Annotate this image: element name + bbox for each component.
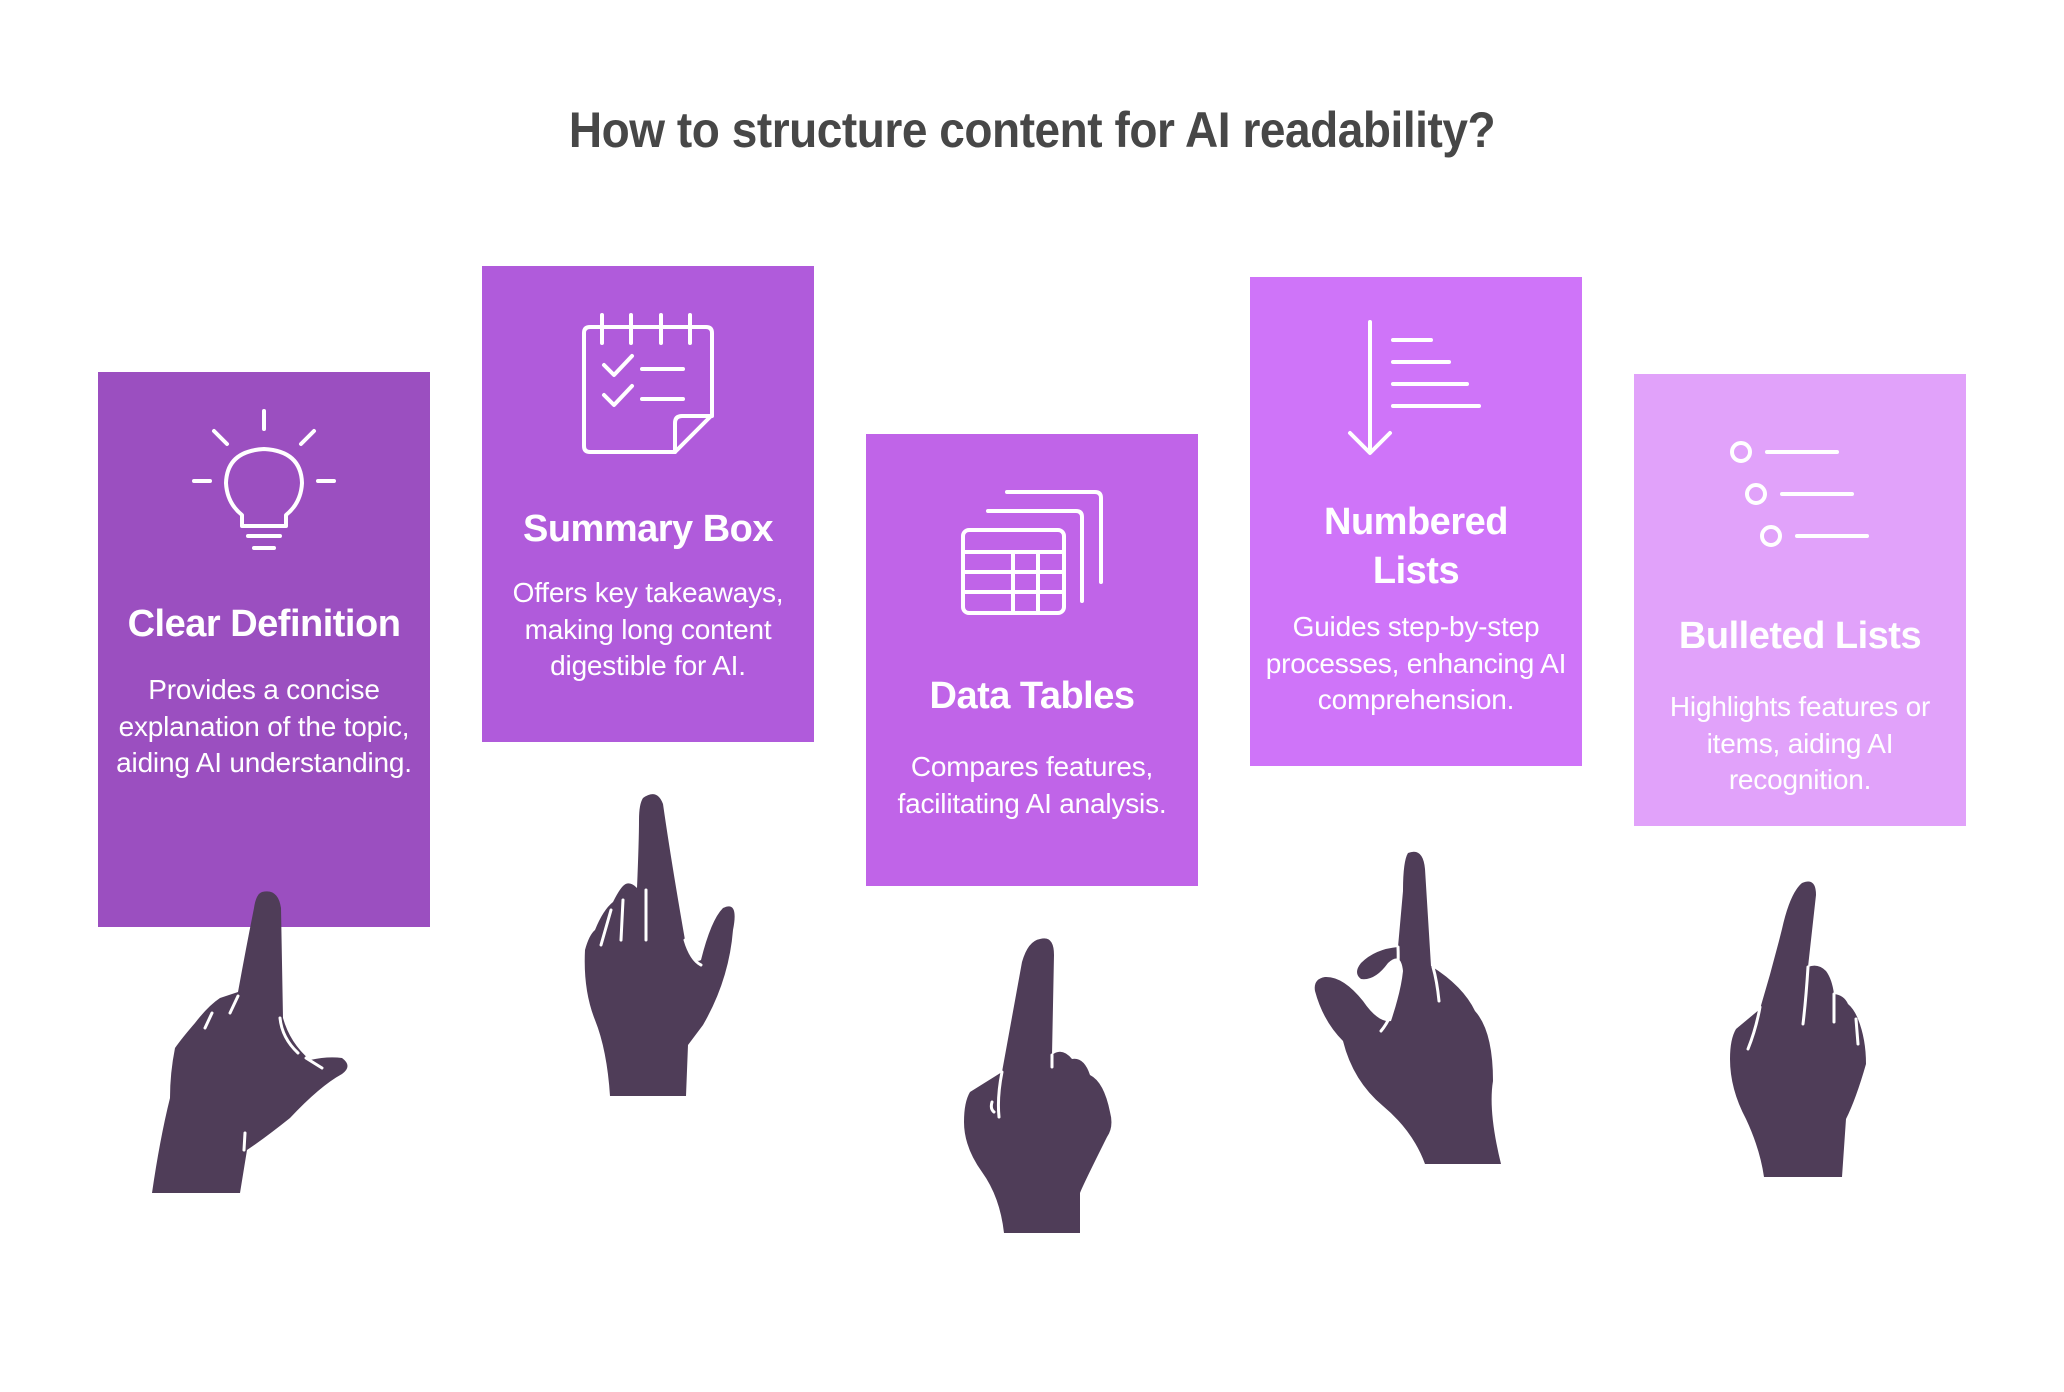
card-heading: Summary Box [522,508,774,550]
stacked-tables-icon [866,490,1198,615]
card-description: Guides step-by-step processes, enhancing… [1265,611,1567,715]
card-clear-definition: Clear Definition Provides a concise expl… [98,372,430,927]
page-title: How to structure content for AI readabil… [568,102,1496,158]
bullet-list-icon [1634,440,1966,548]
card-description: Offers key takeaways, making long conten… [512,577,784,681]
card-numbered-lists: Numbered Lists Guides step-by-step proce… [1250,277,1582,766]
card-bulleted-lists: Bulleted Lists Highlights features or it… [1634,374,1966,826]
checklist-notepad-icon [482,313,814,454]
card-heading: Clear Definition [127,603,401,645]
pointing-hand-icon [962,937,1112,1233]
card-heading: Numbered Lists [1324,501,1508,592]
card-summary-box: Summary Box Offers key takeaways, making… [482,266,814,742]
card-description: Provides a concise explanation of the to… [116,674,412,778]
card-heading: Data Tables [929,675,1135,717]
card-heading: Bulleted Lists [1678,615,1922,657]
pointing-hand-icon [150,888,350,1193]
sorted-list-arrow-icon [1250,320,1582,456]
card-data-tables: Data Tables Compares features, facilitat… [866,434,1198,886]
card-description: Highlights features or items, aiding AI … [1669,691,1931,795]
pointing-hand-icon [1313,851,1506,1164]
card-description: Compares features, facilitating AI analy… [897,751,1167,819]
pointing-hand-icon [583,790,736,1096]
lightbulb-icon [98,409,430,552]
pointing-hand-icon [1726,879,1866,1177]
